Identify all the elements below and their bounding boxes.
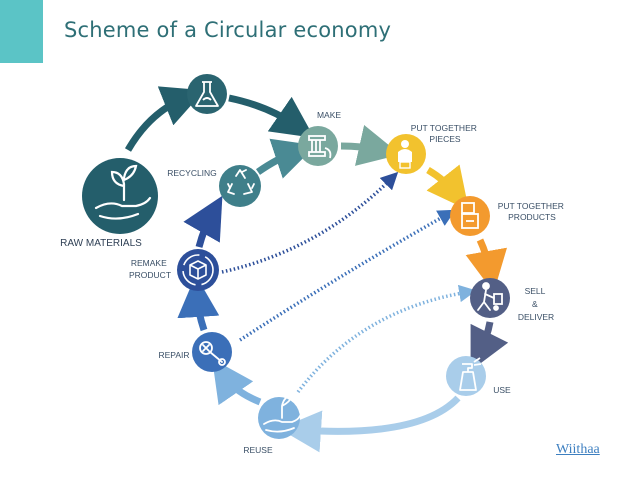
node-put-together-products — [450, 196, 490, 236]
arrow-make-to-pieces — [340, 124, 401, 166]
dotted-arrow-reuse-to-sell — [296, 284, 477, 394]
node-recycling — [219, 165, 261, 207]
delivery-cart-icon — [477, 282, 503, 311]
remake-cube-icon — [189, 260, 207, 280]
spray-bottle-icon — [459, 357, 482, 391]
node-raw-materials — [82, 158, 158, 234]
recycle-icon — [227, 169, 255, 195]
boxes-icon — [461, 202, 479, 229]
label-sell-deliver: SELL & DELIVER — [518, 286, 554, 322]
hand-plant-icon — [94, 164, 152, 220]
node-reuse — [258, 395, 301, 439]
arrow-raw-to-flask — [124, 86, 205, 152]
arrow-reuse-to-repair — [212, 358, 262, 406]
arrow-flask-to-make — [228, 94, 315, 138]
arrow-pieces-to-products — [426, 164, 469, 211]
label-use: USE — [493, 385, 511, 395]
node-repair — [192, 332, 232, 372]
node-put-together-pieces — [386, 134, 426, 174]
accent-bar — [0, 0, 43, 63]
hand-leaf-icon — [263, 395, 301, 433]
node-remake-product — [177, 249, 219, 291]
label-repair: REPAIR — [158, 350, 189, 360]
label-make: MAKE — [317, 110, 341, 120]
page-title: Scheme of a Circular economy — [64, 18, 392, 42]
worker-icon — [398, 140, 412, 169]
node-make — [298, 126, 338, 166]
dotted-arrow-repair-to-products — [239, 209, 456, 342]
arrow-sell-to-use — [470, 321, 509, 371]
thread-spool-icon — [308, 135, 332, 159]
label-remake-product: REMAKE PRODUCT — [129, 258, 171, 280]
flask-icon — [195, 81, 219, 107]
label-reuse: REUSE — [243, 445, 273, 455]
arrow-remake-to-recycling — [183, 195, 223, 248]
label-put-together-pieces: PUT TOGETHER PIECES — [411, 123, 480, 144]
tools-icon — [199, 341, 226, 366]
label-raw-materials: RAW MATERIALS — [60, 238, 142, 249]
arrow-use-to-reuse — [279, 395, 461, 453]
label-put-together-products: PUT TOGETHER PRODUCTS — [498, 201, 567, 222]
node-use — [446, 356, 486, 396]
brand-logo-text[interactable]: Wiithaa — [556, 442, 600, 457]
node-sell-deliver — [470, 278, 510, 318]
arrow-products-to-sell — [465, 238, 508, 293]
dotted-arrow-remake-to-pieces — [221, 171, 399, 274]
arrow-repair-to-remake — [177, 275, 220, 332]
arrow-recycling-to-make — [255, 138, 316, 179]
node-flask — [187, 74, 227, 114]
label-recycling: RECYCLING — [167, 168, 217, 178]
